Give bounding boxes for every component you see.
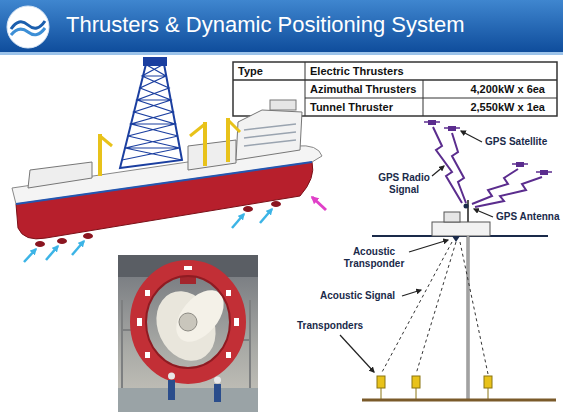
slide-title: Thrusters & Dynamic Positioning System: [66, 12, 465, 37]
acoustic-transponder: [452, 236, 460, 242]
ring-hole: [145, 352, 150, 358]
crane-post: [226, 118, 230, 162]
leader-arrow: [409, 240, 448, 252]
transponder-stem: [381, 388, 488, 400]
table-rule: [423, 80, 424, 116]
title-rule: [0, 52, 563, 55]
gps-antenna: [464, 204, 469, 209]
hull-stripe: [16, 162, 312, 204]
pointer-arrow: [24, 249, 36, 262]
photo-floor: [118, 388, 258, 412]
leader-arrow: [461, 131, 482, 142]
derrick-frame: [120, 64, 182, 168]
nozzle-ring: [138, 268, 238, 376]
deck-house: [28, 162, 92, 188]
ring-hole: [226, 290, 231, 296]
thruster-pod: [243, 206, 253, 212]
diagram-label: GPS Radio Signal: [376, 172, 432, 195]
logo-wave: [11, 28, 45, 35]
pointer-arrow: [312, 197, 326, 210]
table-cell: Tunnel Thruster: [305, 98, 423, 116]
worker-head: [168, 373, 175, 380]
leader-arrow: [402, 290, 421, 296]
satellite-panel: [424, 121, 440, 123]
seabed-transponder: [412, 376, 420, 388]
derrick-lattice: [122, 64, 182, 160]
vessel-house: [444, 212, 460, 222]
nozzle-inner: [146, 276, 230, 368]
hull-topside: [12, 146, 322, 204]
ring-hole: [226, 352, 231, 358]
windows: [244, 124, 296, 146]
leader-arrow: [474, 209, 493, 217]
radio-signal: [452, 133, 466, 203]
pointer-arrow: [72, 241, 84, 255]
table-rule: [305, 62, 306, 116]
satellite-panel: [536, 171, 552, 173]
acoustic-signal: [416, 242, 456, 374]
ring-hole: [145, 290, 150, 296]
thruster-pod: [271, 201, 281, 207]
gps-satellite: [424, 120, 552, 175]
radio-signal: [475, 177, 542, 207]
diagram-label: Acoustic Signal: [320, 290, 395, 302]
table-rule: [305, 98, 557, 99]
leader-arrow: [340, 335, 374, 372]
seabed-transponder: [377, 376, 385, 388]
diagram-label: GPS Antenna: [496, 211, 560, 223]
seabed: [362, 399, 556, 402]
table-cell: 4,200kW x 6ea: [423, 80, 557, 98]
crane-post: [203, 122, 207, 166]
diagram-label: Acoustic Transponder: [340, 246, 408, 269]
thruster-pod: [83, 233, 93, 239]
diagram-label: Transponders: [297, 320, 363, 332]
ring-hole: [234, 318, 239, 326]
table-rule: [233, 79, 557, 81]
worker: [168, 380, 175, 400]
acoustic-signal: [460, 242, 488, 374]
thruster-pod: [57, 238, 67, 244]
satellite-panel: [512, 163, 528, 165]
vessel-derrick: [467, 200, 469, 222]
accommodation-block: [236, 110, 302, 160]
table-frame: [233, 62, 557, 116]
photo-ground: [118, 255, 258, 412]
diagram-label: GPS Satellite: [485, 136, 547, 148]
worker-head: [214, 377, 221, 384]
radio-signal: [472, 169, 518, 204]
thruster-pod: [35, 241, 45, 247]
crane-boom: [190, 124, 205, 136]
table-cell: Electric Thrusters: [305, 62, 557, 80]
table-cell: Type: [233, 62, 305, 80]
pointer-arrow: [46, 246, 58, 260]
crane-post: [98, 134, 102, 176]
ring-hole: [137, 318, 142, 326]
logo-wave: [11, 21, 45, 29]
vessel-hull: [432, 222, 490, 236]
bridge: [270, 100, 296, 110]
crane-boom: [228, 120, 240, 132]
logo-disc: [7, 6, 49, 48]
ring-hole: [184, 266, 192, 270]
table-cell: Azimuthal Thrusters: [305, 80, 423, 98]
leader-arrow: [432, 166, 444, 176]
title-bar: [0, 0, 563, 52]
crane-boom: [100, 136, 112, 146]
propeller-hub: [179, 313, 197, 331]
worker: [214, 384, 221, 402]
pointer-arrow: [232, 214, 244, 228]
pointer-arrow: [260, 209, 272, 223]
satellite-panel: [444, 127, 460, 129]
riser-core: [468, 236, 469, 400]
riser: [467, 236, 470, 400]
seabed-transponder: [484, 376, 492, 388]
table-cell: 2,550kW x 1ea: [423, 98, 557, 116]
